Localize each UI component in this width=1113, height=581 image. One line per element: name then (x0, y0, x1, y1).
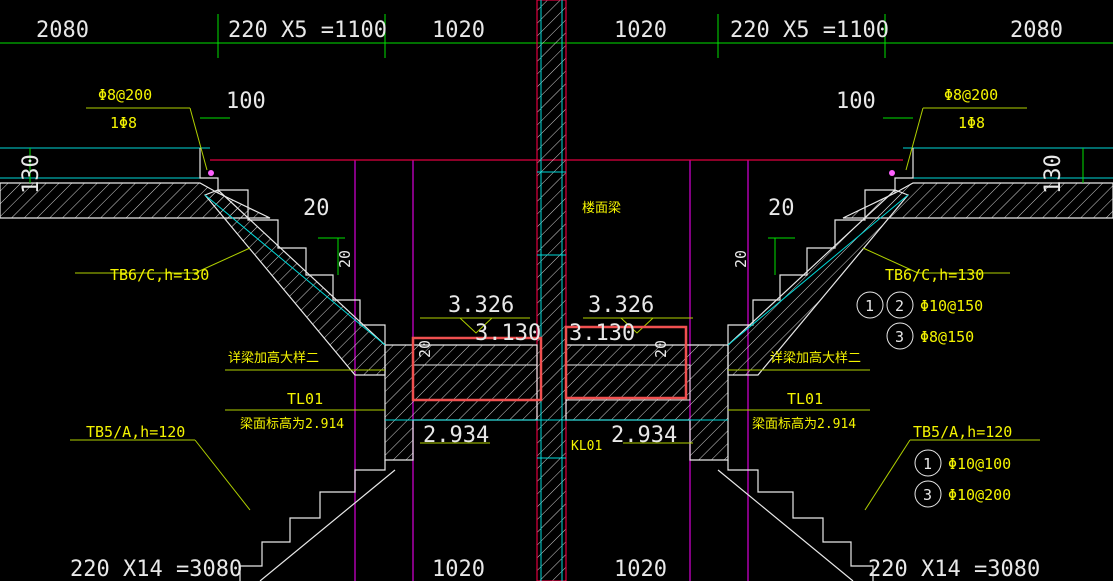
dim-bottom-2: 1020 (432, 557, 485, 581)
right-bar1-number: 1 (865, 297, 874, 315)
dim-top-3: 1020 (432, 18, 485, 43)
left-elev-3326: 3.326 (448, 293, 514, 318)
dimension-ticks (29, 117, 1084, 275)
dim-top-4: 1020 (614, 18, 667, 43)
right-lower-stair (717, 460, 874, 581)
right-tb5-bar1: Φ10@100 (948, 455, 1011, 473)
dim-top-6: 2080 (1010, 18, 1063, 43)
left-floor-slab (0, 147, 271, 219)
right-elev-3130: 3.130 (569, 321, 635, 346)
right-beam-elev: 梁面标高为2.914 (752, 416, 856, 432)
right-beam-id: TL01 (787, 390, 823, 408)
right-box-dim: 20 (652, 340, 670, 358)
kl01-label: KL01 (571, 439, 602, 454)
dim-top-5: 220 X5 =1100 (730, 18, 889, 43)
right-tb5-bar1-number: 1 (923, 455, 932, 473)
structural-outlines (204, 0, 909, 581)
dim-bottom-1: 220 X14 =3080 (70, 557, 242, 581)
right-elev-2934: 2.934 (611, 423, 677, 448)
floor-beam-label: 楼面梁 (582, 201, 621, 216)
left-dim-20a: 20 (303, 196, 330, 221)
rebar-number-circles (856, 291, 942, 508)
right-dim-20a: 20 (768, 196, 795, 221)
left-slab-tb5: TB5/A,h=120 (86, 423, 185, 441)
left-rebar-top: Φ8@200 (98, 86, 152, 104)
dim-top-1: 2080 (36, 18, 89, 43)
right-dim-100: 100 (836, 89, 876, 114)
right-rebar-dot (889, 170, 895, 176)
right-dim-20b: 20 (732, 250, 750, 268)
left-rebar-bottom: 1Φ8 (110, 114, 137, 132)
left-dim-20b: 20 (336, 250, 354, 268)
left-beam-id: TL01 (287, 390, 323, 408)
left-elev-2934: 2.934 (423, 423, 489, 448)
right-slab-tb5: TB5/A,h=120 (913, 423, 1012, 441)
left-beam-elev: 梁面标高为2.914 (240, 416, 344, 432)
left-highlight-box (411, 336, 543, 402)
right-tb6-bar2: Φ10@150 (920, 297, 983, 315)
left-rebar-dot (208, 170, 214, 176)
leader-lines (70, 107, 1040, 511)
left-box-dim: 20 (416, 340, 434, 358)
right-tb5-bar3-number: 3 (923, 486, 932, 504)
left-detail-note: 详梁加高大样二 (228, 350, 319, 366)
right-slab-tb6: TB6/C,h=130 (885, 266, 984, 284)
right-tb5-bar3: Φ10@200 (948, 486, 1011, 504)
left-slab-tb6: TB6/C,h=130 (110, 266, 209, 284)
right-dim-130: 130 (1041, 154, 1066, 194)
right-tb6-bar3: Φ8@150 (920, 328, 974, 346)
right-bar3-number: 3 (895, 328, 904, 346)
left-lower-stair (239, 460, 396, 581)
dim-bottom-3: 1020 (614, 557, 667, 581)
right-bar2-number: 2 (895, 297, 904, 315)
left-dim-130: 130 (19, 154, 44, 194)
right-highlight-box (564, 325, 688, 400)
right-elev-3326: 3.326 (588, 293, 654, 318)
right-detail-note: 详梁加高大样二 (770, 350, 861, 366)
dim-top-2: 220 X5 =1100 (228, 18, 387, 43)
right-rebar-bottom: 1Φ8 (958, 114, 985, 132)
right-rebar-top: Φ8@200 (944, 86, 998, 104)
central-column (536, 0, 567, 581)
left-dim-100: 100 (226, 89, 266, 114)
right-floor-slab (842, 147, 1113, 219)
dim-bottom-4: 220 X14 =3080 (868, 557, 1040, 581)
left-elev-3130: 3.130 (475, 321, 541, 346)
